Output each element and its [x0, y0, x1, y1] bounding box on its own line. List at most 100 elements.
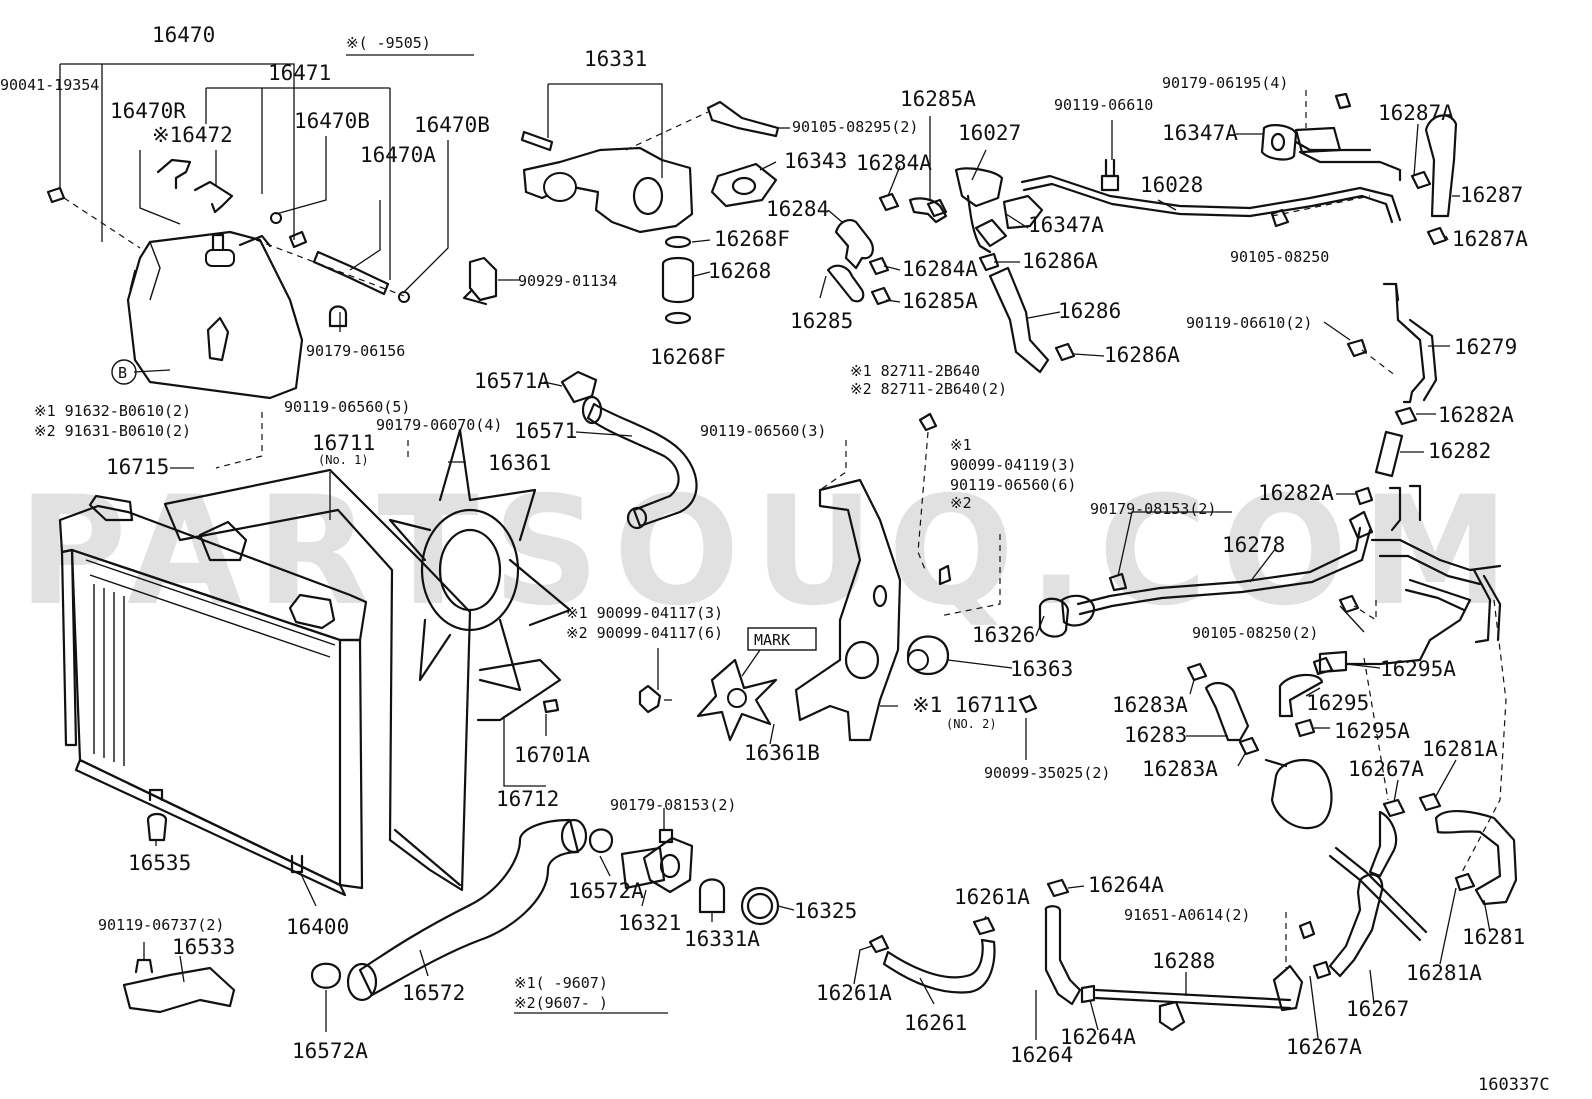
part-label: 16268: [708, 259, 771, 283]
part-label: 90099-04119(3): [950, 456, 1076, 474]
part-label: 90929-01134: [518, 272, 617, 290]
bottom-note-2: ※2(9607- ): [514, 994, 608, 1012]
part-label: 16281: [1462, 925, 1525, 949]
part-label: 16261A: [954, 885, 1030, 909]
part-label: 90105-08250(2): [1192, 624, 1318, 642]
part-label: 16295A: [1380, 657, 1456, 681]
part-label: 16347A: [1162, 121, 1238, 145]
part-label: 16285A: [900, 87, 976, 111]
part-label: 16267A: [1286, 1035, 1362, 1059]
watermark-text: PARTSOUQ.COM: [18, 465, 1523, 639]
part-label: 16284: [766, 197, 829, 221]
part-label: 90119-06560(5): [284, 398, 410, 416]
part-label: 16285: [790, 309, 853, 333]
part-label: 90179-08153(2): [1090, 500, 1216, 518]
part-label: 16331A: [684, 927, 760, 951]
part-label: 16533: [172, 935, 235, 959]
part-label: 16470B: [414, 113, 490, 137]
water-pipe-drawing: [1020, 92, 1458, 246]
part-label: 16264A: [1088, 873, 1164, 897]
part-label: ※1 82711-2B640: [850, 362, 980, 380]
part-label: 16261A: [816, 981, 892, 1005]
part-label: 16321: [618, 911, 681, 935]
part-label: 16264: [1010, 1043, 1073, 1067]
heater-hoses-lower-drawing: [868, 792, 1518, 1032]
part-label: 16287A: [1452, 227, 1528, 251]
part-label: 16284A: [902, 257, 978, 281]
part-label: 16571A: [474, 369, 550, 393]
part-label: 16470R: [110, 99, 186, 123]
part-label: 90119-06737(2): [98, 916, 224, 934]
heater-hoses-upper-drawing: [826, 167, 1076, 374]
part-label: 16283A: [1112, 693, 1188, 717]
note-b2: ※2 91631-B0610(2): [34, 422, 191, 440]
part-label: 16361: [488, 451, 551, 475]
part-label: 16535: [128, 851, 191, 875]
part-label: 16347A: [1028, 213, 1104, 237]
part-label: 16282A: [1258, 481, 1334, 505]
part-label: 16261: [904, 1011, 967, 1035]
part-label: 16287A: [1378, 101, 1454, 125]
part-label: 91651-A0614(2): [1124, 906, 1250, 924]
diagram-code: 160337C: [1478, 1075, 1550, 1095]
part-label: 16287: [1460, 183, 1523, 207]
part-label: 16295A: [1334, 719, 1410, 743]
part-label: 16572A: [568, 879, 644, 903]
part-label: 16282: [1428, 439, 1491, 463]
part-label: 16286A: [1104, 343, 1180, 367]
part-label: 16285A: [902, 289, 978, 313]
radiator-drawing: [58, 468, 472, 897]
notes: ※( -9505) B ※1 91632-B0610(2) ※2 91631-B…: [34, 34, 1550, 1095]
part-label: 16267A: [1348, 757, 1424, 781]
part-label: 16283: [1124, 723, 1187, 747]
part-label: 16325: [794, 899, 857, 923]
part-label: ※2 90099-04117(6): [566, 624, 723, 642]
part-label: 16268F: [714, 227, 790, 251]
callout-b-circle: [111, 359, 137, 385]
part-label: 16712: [496, 787, 559, 811]
part-label: 90179-08153(2): [610, 796, 736, 814]
part-label: 16264A: [1060, 1025, 1136, 1049]
part-label: 16286: [1058, 299, 1121, 323]
part-label: 90119-06560(3): [700, 422, 826, 440]
part-label: 16571: [514, 419, 577, 443]
note-b1: ※1 91632-B0610(2): [34, 402, 191, 420]
part-label: 16572A: [292, 1039, 368, 1063]
part-label: (NO. 2): [946, 717, 997, 731]
part-label: 16284A: [856, 151, 932, 175]
part-label: 16572: [402, 981, 465, 1005]
reservoir-tank-drawing: [46, 158, 410, 400]
part-label: 16295: [1306, 691, 1369, 715]
part-label: 16470A: [360, 143, 436, 167]
part-label: 90119-06610(2): [1186, 314, 1312, 332]
mark-label: MARK: [754, 631, 790, 649]
part-label: 90179-06070(4): [376, 416, 502, 434]
water-outlet-drawing: [462, 100, 780, 325]
heater-hoses-middle-drawing: [1186, 656, 1334, 830]
part-label: 90105-08295(2): [792, 118, 918, 136]
part-label: ※2: [950, 494, 972, 512]
leader-lines: [59, 63, 1507, 1040]
part-label: 16711: [312, 431, 375, 455]
part-label: 16281A: [1422, 737, 1498, 761]
part-label: 90119-06560(6): [950, 476, 1076, 494]
part-label: 16715: [106, 455, 169, 479]
part-label: 90099-35025(2): [984, 764, 1110, 782]
part-label: 90179-06156: [306, 342, 405, 360]
part-label: ※1: [950, 436, 972, 454]
part-label: 90041-19354: [0, 76, 99, 94]
part-label: 16279: [1454, 335, 1517, 359]
part-label: 16471: [268, 61, 331, 85]
part-label: ※2 82711-2B640(2): [850, 380, 1007, 398]
lower-hose-drawing: [122, 812, 780, 1014]
top-range-note: ※( -9505): [346, 34, 431, 52]
part-label: 16278: [1222, 533, 1285, 557]
part-label: 90105-08250: [1230, 248, 1329, 266]
part-label: 16470B: [294, 109, 370, 133]
part-label: ※16472: [152, 123, 233, 147]
part-label: 16286A: [1022, 249, 1098, 273]
part-label: (No. 1): [318, 453, 369, 467]
part-label: 90119-06610: [1054, 96, 1153, 114]
part-label: 16363: [1010, 657, 1073, 681]
